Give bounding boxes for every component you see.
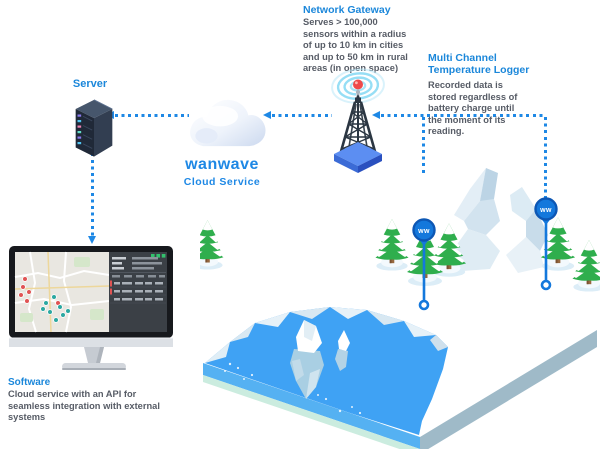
- cloud-brand-name: wanwave: [185, 156, 259, 173]
- map-markers-teal: [40, 294, 71, 323]
- link-cloud-to-server: [115, 114, 189, 117]
- arrow-into-monitor: [88, 236, 96, 244]
- gateway-description: Serves > 100,000 sensors within a radius…: [303, 17, 408, 74]
- software-title: Software: [8, 377, 51, 388]
- cloud-icon: [190, 99, 266, 147]
- server-rack-icon: [75, 99, 113, 157]
- sensor-probe-2: [540, 279, 552, 291]
- arrow-into-gateway: [372, 111, 380, 119]
- gateway-title: Network Gateway: [303, 4, 391, 16]
- water-sparkles: [224, 362, 439, 415]
- server-label: Server: [72, 78, 108, 90]
- cloud-service-label: Cloud Service: [183, 176, 261, 188]
- iceberg-large: [290, 320, 324, 399]
- logger-title: Multi Channel Temperature Logger: [428, 52, 530, 77]
- sensor-pin-icon: ww: [534, 197, 558, 291]
- link-sensors-to-gateway: [381, 114, 546, 117]
- map-view: [14, 251, 110, 333]
- shore-cliffs: [205, 307, 448, 363]
- desktop-monitor-map-icon: [9, 246, 173, 370]
- link-sensor1-up: [422, 117, 425, 220]
- sensor-badge-1: [412, 218, 436, 242]
- link-server-to-software: [91, 140, 94, 236]
- winter-scene-illustration: ww ww: [200, 168, 600, 449]
- svg-text:ww: ww: [417, 228, 430, 235]
- sensor-probe-1: [418, 299, 430, 311]
- iceberg-small: [335, 330, 350, 371]
- water-lake: [205, 307, 448, 435]
- sensor-pin-icon: ww: [412, 218, 436, 311]
- data-panel: [109, 252, 167, 332]
- server-led-lights: [77, 114, 93, 149]
- software-description: Cloud service with an API for seamless i…: [8, 389, 160, 423]
- link-gateway-to-cloud: [272, 114, 332, 117]
- logger-description: Recorded data is stored regardless of ba…: [428, 80, 518, 137]
- map-markers-red: [18, 276, 61, 306]
- mountain: [428, 168, 554, 277]
- svg-text:ww: ww: [539, 207, 552, 214]
- sensor-badge-2: [534, 197, 558, 221]
- link-sensor2-up: [544, 117, 547, 199]
- arrow-into-cloud: [263, 111, 271, 119]
- tower-base: [334, 142, 382, 173]
- beacon-icon: [353, 79, 363, 90]
- radio-tower-icon: [331, 68, 385, 173]
